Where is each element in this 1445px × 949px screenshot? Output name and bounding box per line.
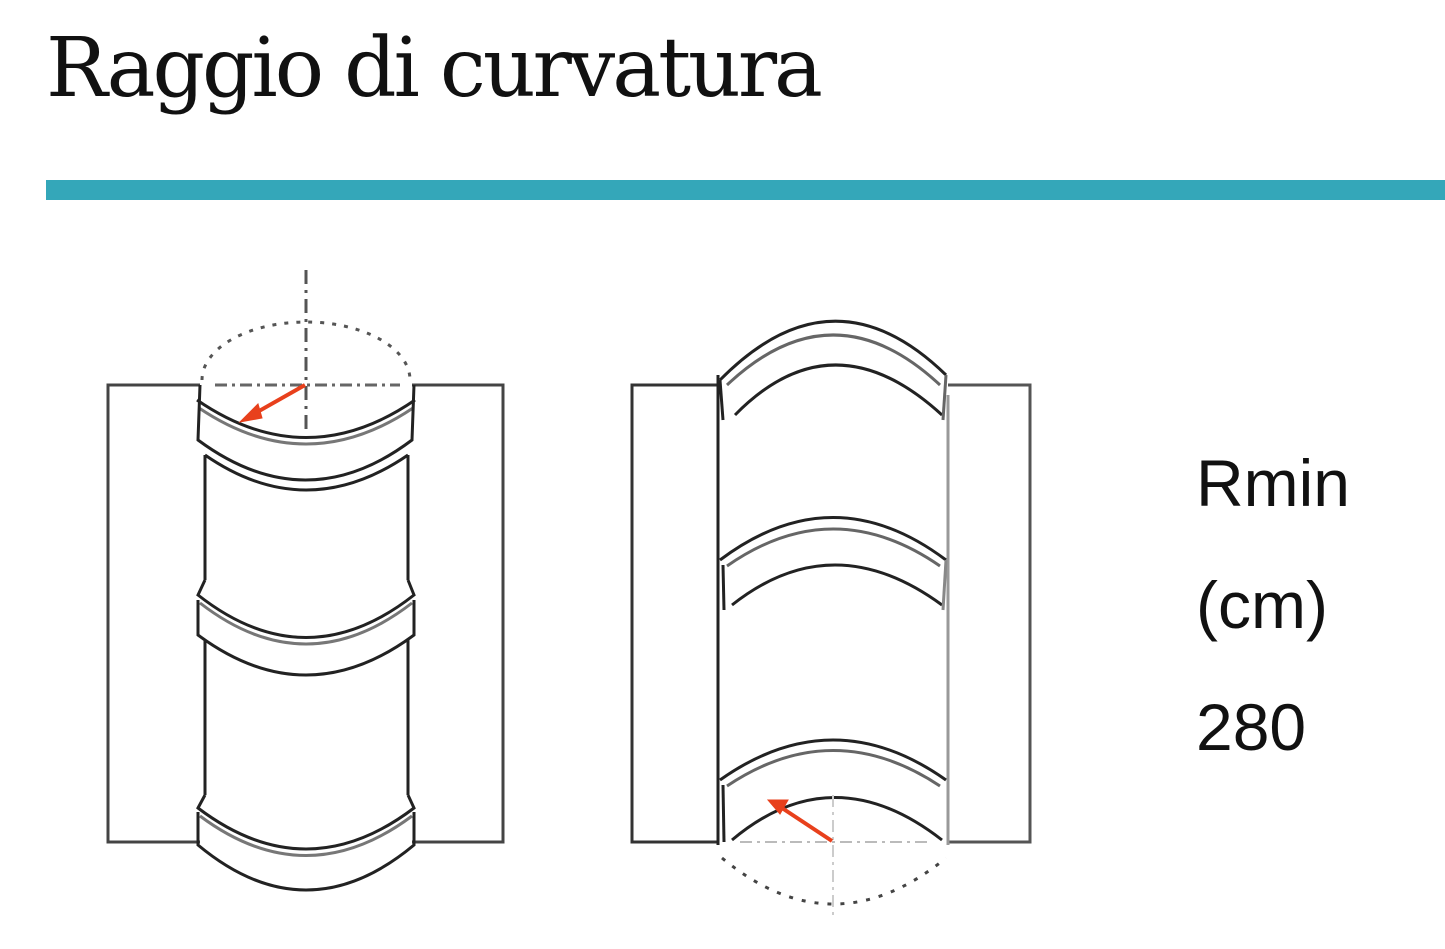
spec-unit: (cm) bbox=[1196, 568, 1328, 642]
title-divider bbox=[46, 180, 1445, 200]
spec-label: Rmin bbox=[1196, 446, 1351, 520]
concave-bend-diagram bbox=[630, 319, 1032, 920]
min-radius-spec: Rmin (cm) 280 bbox=[1196, 422, 1350, 788]
spec-value: 280 bbox=[1196, 690, 1307, 764]
page-title: Raggio di curvatura bbox=[46, 21, 823, 116]
convex-bend-diagram bbox=[106, 270, 505, 892]
